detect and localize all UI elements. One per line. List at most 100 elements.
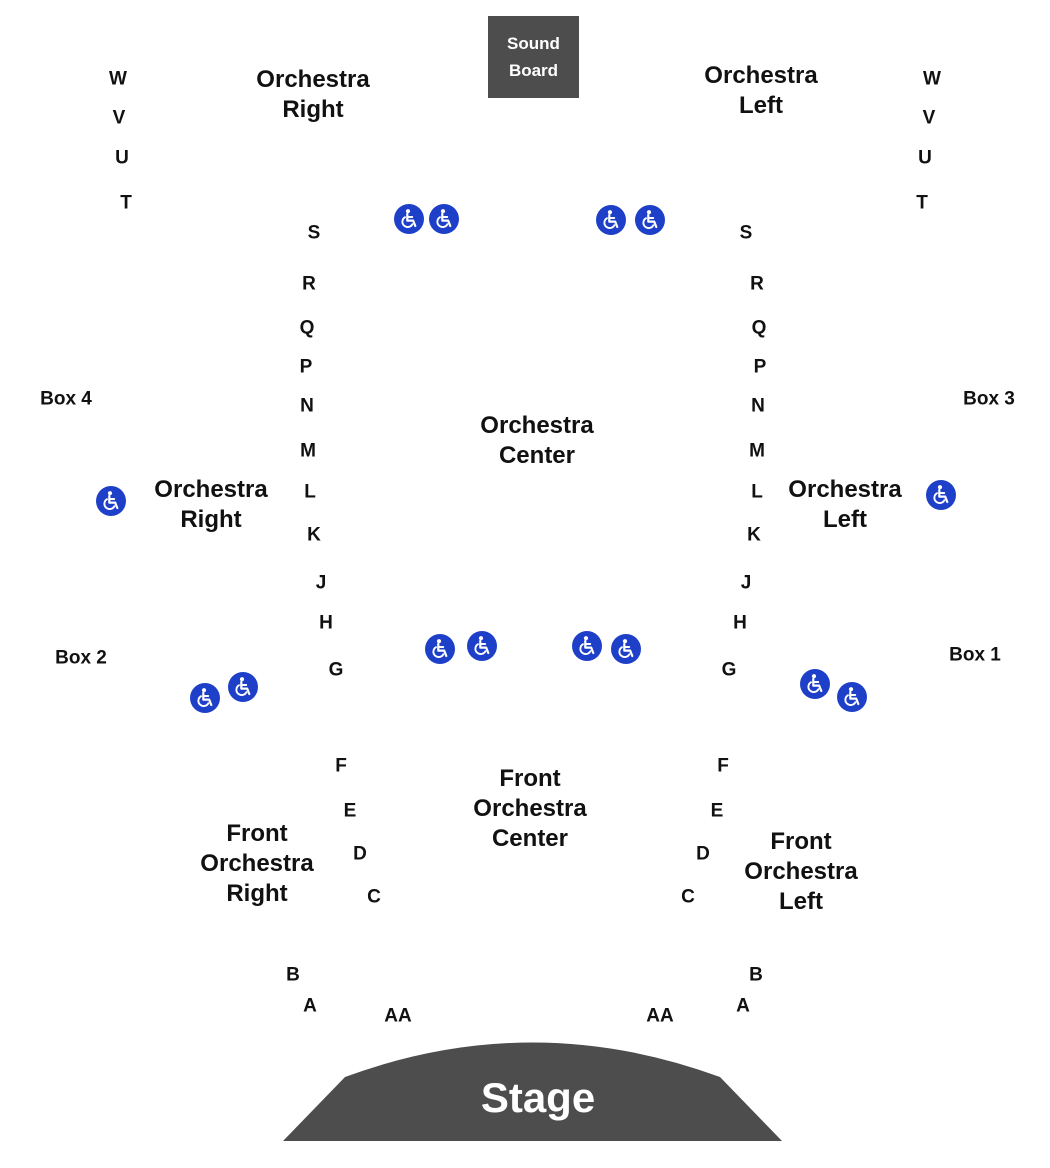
section-orchestra-right-upper[interactable]: Orchestra Right [256,65,369,125]
wheelchair-glyph [807,674,823,693]
wheelchair-icon[interactable] [926,480,956,510]
sound-board-label-line1: Sound [507,34,560,53]
wheelchair-glyph [235,677,251,696]
row-label: L [751,481,763,503]
row-label: M [300,440,316,462]
row-label: H [733,612,747,634]
box-4-label[interactable]: Box 4 [40,388,92,410]
wheelchair-glyph [401,209,417,228]
row-label: E [710,800,724,822]
box-3-label[interactable]: Box 3 [963,388,1015,410]
section-label: Orchestra [154,476,268,503]
sound-board-label-line2: Board [508,61,559,80]
section-label: Front [499,765,561,792]
row-label: S [307,222,321,244]
wheelchair-glyph [436,209,452,228]
wheelchair-icon[interactable] [394,204,424,234]
section-label: Orchestra [473,795,587,822]
wheelchair-icon[interactable] [572,631,602,661]
section-orchestra-right-lower[interactable]: Orchestra Right [154,475,267,535]
row-label: B [286,964,300,986]
section-label: Front [770,828,832,855]
row-label: Q [751,317,767,339]
row-label: T [120,192,132,214]
stage-label: Stage [480,1074,596,1121]
wheelchair-glyph [103,491,119,510]
row-label: G [721,659,737,681]
section-front-orchestra-left[interactable]: Front Orchestra Left [744,827,857,917]
row-label: J [315,572,327,594]
row-label: C [681,886,695,908]
row-label: P [753,356,767,378]
section-orchestra-center[interactable]: Orchestra Center [480,411,593,471]
row-label: R [302,273,316,295]
wheelchair-glyph [197,688,213,707]
row-label: N [751,395,765,417]
section-label: Orchestra [744,858,858,885]
row-label: N [300,395,314,417]
row-label: V [112,107,126,129]
wheelchair-glyph [844,687,860,706]
wheelchair-icon[interactable] [800,669,830,699]
row-label: R [750,273,764,295]
section-label: Left [778,888,823,915]
wheelchair-glyph [642,210,658,229]
wheelchair-icon[interactable] [635,205,665,235]
section-label: Front [226,820,288,847]
wheelchair-icon[interactable] [190,683,220,713]
row-label: A [736,995,750,1017]
section-label: Orchestra [788,476,902,503]
wheelchair-icon[interactable] [429,204,459,234]
row-label: M [749,440,765,462]
row-label: J [740,572,752,594]
wheelchair-icon[interactable] [425,634,455,664]
wheelchair-glyph [618,639,634,658]
row-label: S [739,222,753,244]
row-label: B [749,964,763,986]
row-label: F [335,755,347,777]
row-label: W [109,68,127,90]
row-label: H [319,612,333,634]
row-label: D [353,843,367,865]
row-label: F [717,755,729,777]
wheelchair-glyph [933,485,949,504]
row-label: L [304,481,316,503]
section-label: Left [738,92,783,119]
section-label: Right [226,880,288,907]
section-orchestra-left-upper[interactable]: Orchestra Left [704,61,817,121]
row-label: G [328,659,344,681]
section-label: Orchestra [200,850,314,877]
section-label: Orchestra [704,62,818,89]
row-label: AA [384,1005,412,1027]
section-label: Orchestra [256,66,370,93]
wheelchair-icon[interactable] [228,672,258,702]
row-label: Q [299,317,315,339]
wheelchair-icon[interactable] [96,486,126,516]
row-label: A [303,995,317,1017]
row-label: E [343,800,357,822]
row-label: D [696,843,710,865]
section-label: Orchestra [480,412,594,439]
wheelchair-icon[interactable] [467,631,497,661]
row-label: P [299,356,313,378]
row-label: K [307,524,321,546]
box-1-label[interactable]: Box 1 [949,644,1001,666]
section-front-orchestra-center[interactable]: Front Orchestra Center [473,764,586,854]
section-front-orchestra-right[interactable]: Front Orchestra Right [200,819,313,909]
section-label: Left [822,506,867,533]
wheelchair-icon[interactable] [837,682,867,712]
section-label: Right [282,96,344,123]
row-label: AA [646,1005,674,1027]
section-label: Right [180,506,242,533]
section-label: Center [498,442,576,469]
wheelchair-icon[interactable] [596,205,626,235]
row-label: C [367,886,381,908]
wheelchair-icon[interactable] [611,634,641,664]
row-label: W [923,68,941,90]
row-label: T [916,192,928,214]
box-2-label[interactable]: Box 2 [55,647,107,669]
section-orchestra-left-lower[interactable]: Orchestra Left [788,475,901,535]
row-label: U [918,147,932,169]
